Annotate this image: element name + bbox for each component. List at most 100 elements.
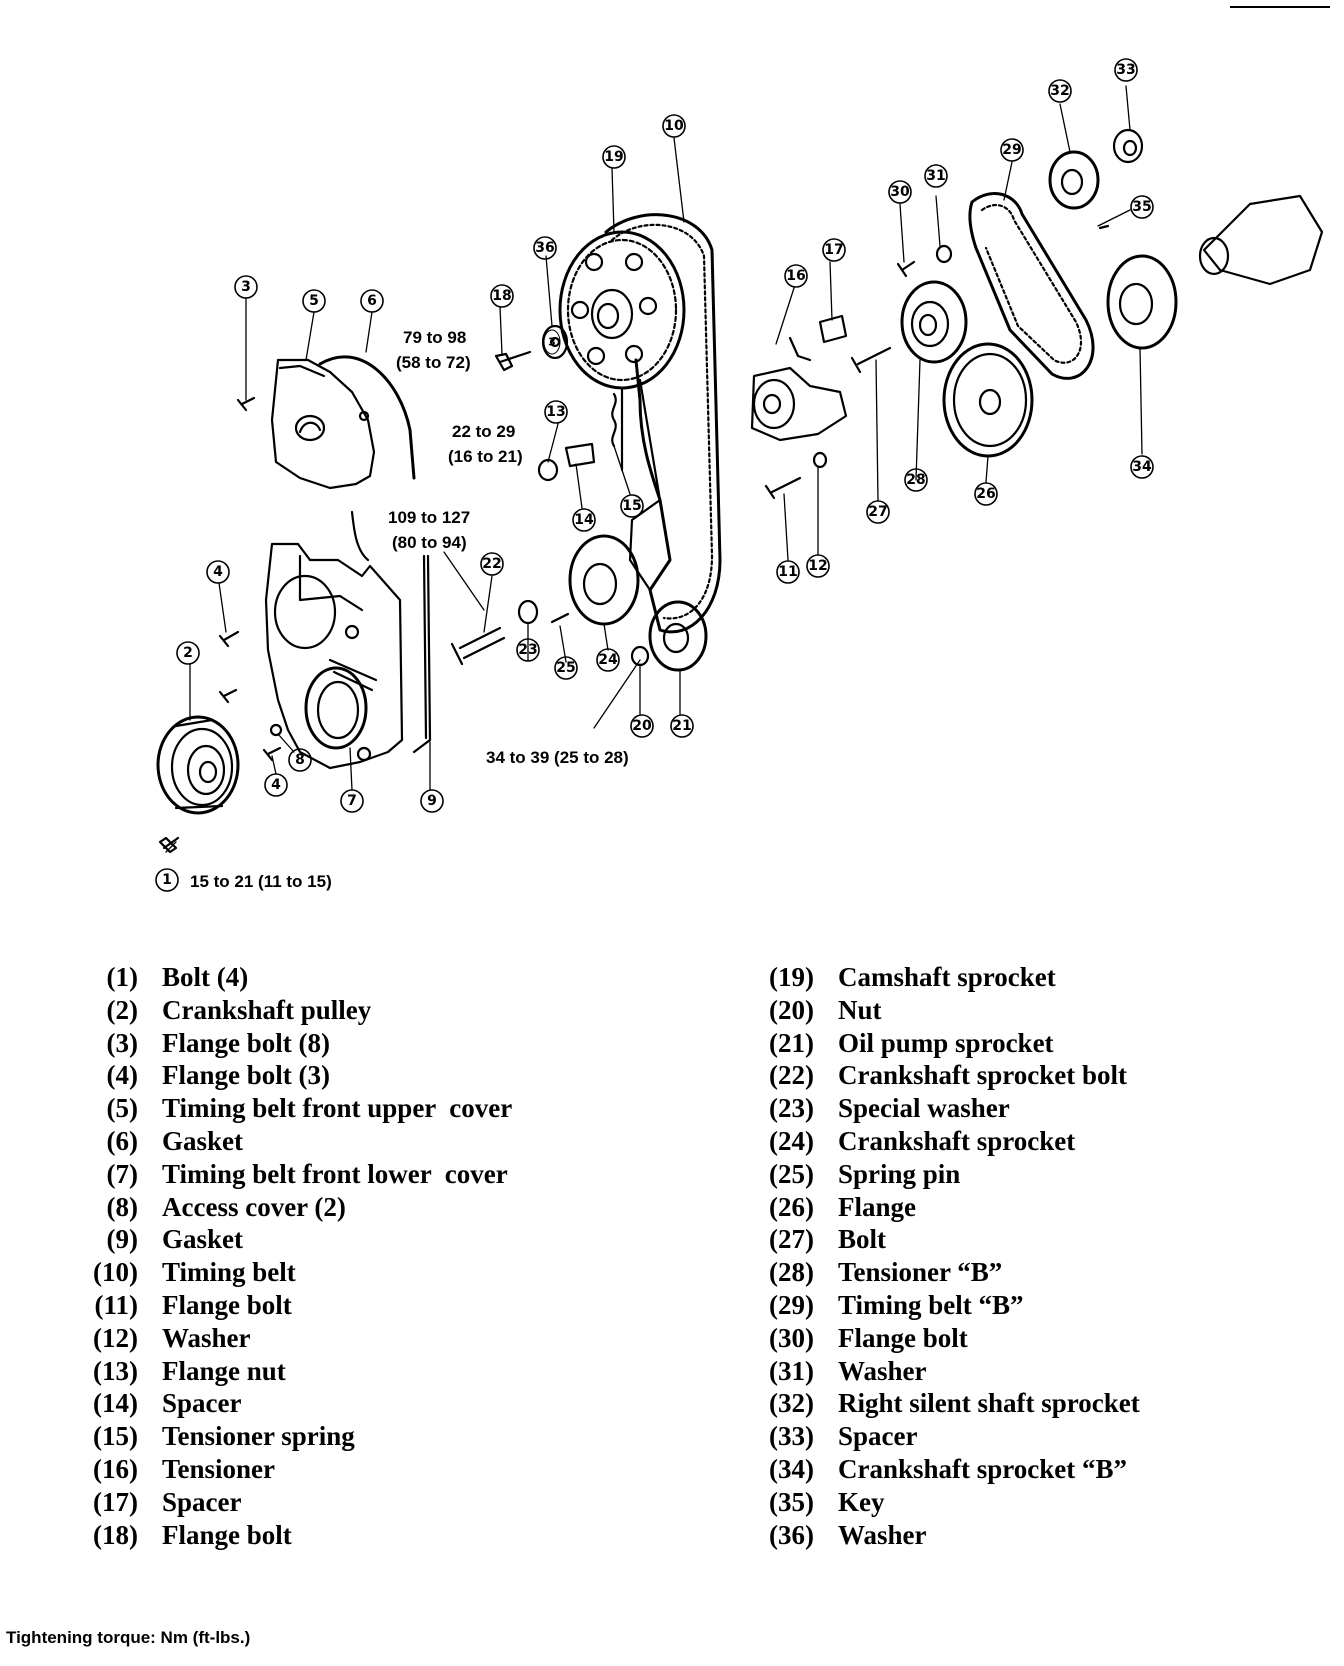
legend-row-27: (27)Bolt bbox=[769, 1224, 887, 1255]
callout-24: 24 bbox=[598, 652, 618, 668]
callout-17: 17 bbox=[824, 242, 843, 258]
callout-9: 9 bbox=[427, 793, 437, 809]
callouts: 1 2 3 4 4 5 6 7 8 9 10 11 12 13 14 15 16… bbox=[155, 58, 1154, 892]
legend-row-9: (9)Gasket bbox=[106, 1224, 243, 1255]
torque-22-line1: 109 to 127 bbox=[388, 508, 470, 527]
callout-30: 30 bbox=[890, 184, 910, 200]
callout-4a: 4 bbox=[213, 564, 223, 580]
leader-lines bbox=[165, 85, 1143, 853]
callout-10: 10 bbox=[664, 118, 684, 134]
small-parts-11-12-27 bbox=[764, 346, 892, 500]
callout-14: 14 bbox=[574, 512, 594, 528]
torque-units-footnote: Tightening torque: Nm (ft-lbs.) bbox=[6, 1628, 251, 1647]
flange-bolts bbox=[218, 396, 283, 762]
legend-row-10: (10)Timing belt bbox=[93, 1257, 296, 1288]
legend-row-28: (28)Tensioner “B” bbox=[769, 1257, 1003, 1288]
callout-26: 26 bbox=[976, 486, 995, 502]
legend-row-30: (30)Flange bolt bbox=[769, 1322, 968, 1353]
flange-26 bbox=[942, 342, 1034, 458]
small-parts-30-31 bbox=[896, 244, 953, 278]
legend-right: (19)Camshaft sprocket (20)Nut (21)Oil pu… bbox=[732, 962, 1140, 1552]
legend-left: (1)Bolt (4) (2)Crankshaft pulley (3)Flan… bbox=[48, 962, 512, 1552]
torque-18-line2: (58 to 72) bbox=[396, 353, 471, 372]
callout-28: 28 bbox=[906, 472, 925, 488]
torque-20: 34 to 39 (25 to 28) bbox=[486, 748, 629, 767]
crankshaft-pulley bbox=[156, 715, 240, 815]
callout-23: 23 bbox=[518, 642, 537, 658]
callout-19: 19 bbox=[604, 149, 623, 165]
callout-15: 15 bbox=[622, 498, 641, 514]
legend-row-36: (36)Washer bbox=[769, 1519, 927, 1550]
crankshaft-sprocket-b bbox=[1106, 254, 1178, 350]
callout-7: 7 bbox=[347, 793, 357, 809]
callout-4b: 4 bbox=[271, 777, 281, 793]
callout-27: 27 bbox=[868, 504, 887, 520]
legend-row-22: (22)Crankshaft sprocket bolt bbox=[769, 1060, 1128, 1091]
gasket-6 bbox=[318, 355, 416, 480]
legend-row-4: (4)Flange bolt (3) bbox=[106, 1060, 330, 1091]
legend-row-34: (34)Crankshaft sprocket “B” bbox=[769, 1453, 1128, 1484]
tensioner-spring-parts bbox=[537, 388, 624, 482]
legend-row-7: (7)Timing belt front lower cover bbox=[106, 1158, 508, 1189]
callout-18: 18 bbox=[492, 288, 511, 304]
legend-row-26: (26)Flange bbox=[769, 1191, 916, 1222]
legend-row-21: (21)Oil pump sprocket bbox=[769, 1027, 1054, 1058]
crankshaft-sprocket bbox=[568, 534, 640, 626]
callout-8: 8 bbox=[295, 752, 305, 768]
legend-row-32: (32)Right silent shaft sprocket bbox=[769, 1388, 1140, 1419]
callout-5: 5 bbox=[309, 293, 319, 309]
exploded-timing-belt-diagram: 1 2 3 4 4 5 6 7 8 9 10 11 12 13 14 15 16… bbox=[155, 58, 1324, 892]
corner-rule bbox=[1230, 6, 1330, 8]
flange-bolt-18 bbox=[494, 350, 532, 372]
timing-belt-b bbox=[968, 192, 1095, 380]
legend-row-29: (29)Timing belt “B” bbox=[769, 1289, 1024, 1320]
camshaft-sprocket bbox=[558, 230, 686, 390]
callout-6: 6 bbox=[367, 293, 377, 309]
legend-row-6: (6)Gasket bbox=[106, 1125, 243, 1156]
legend-row-14: (14)Spacer bbox=[93, 1388, 242, 1419]
legend-row-3: (3)Flange bolt (8) bbox=[106, 1027, 330, 1058]
legend-row-8: (8)Access cover (2) bbox=[106, 1191, 346, 1222]
legend-row-23: (23)Special washer bbox=[769, 1093, 1010, 1124]
callout-25: 25 bbox=[556, 660, 575, 676]
callout-31: 31 bbox=[926, 168, 945, 184]
crankshaft-end bbox=[1098, 194, 1324, 286]
callout-13: 13 bbox=[546, 404, 565, 420]
callout-20: 20 bbox=[632, 718, 652, 734]
legend-row-18: (18)Flange bolt bbox=[93, 1519, 292, 1550]
gasket-9 bbox=[350, 510, 432, 754]
callout-3: 3 bbox=[241, 279, 251, 295]
legend-row-16: (16)Tensioner bbox=[93, 1453, 276, 1484]
legend-row-5: (5)Timing belt front upper cover bbox=[106, 1093, 513, 1124]
legend-row-33: (33)Spacer bbox=[769, 1421, 918, 1452]
legend-row-24: (24)Crankshaft sprocket bbox=[769, 1125, 1076, 1156]
callout-32: 32 bbox=[1050, 83, 1069, 99]
legend-row-25: (25)Spring pin bbox=[769, 1158, 961, 1189]
tensioner-b bbox=[900, 280, 968, 364]
legend-row-15: (15)Tensioner spring bbox=[93, 1421, 355, 1452]
torque-labels: 79 to 98 (58 to 72) 22 to 29 (16 to 21) … bbox=[190, 328, 629, 891]
torque-18-line1: 79 to 98 bbox=[403, 328, 466, 347]
oil-pump-sprocket bbox=[648, 600, 708, 672]
legend-row-1: (1)Bolt (4) bbox=[106, 962, 249, 992]
legend-row-19: (19)Camshaft sprocket bbox=[769, 962, 1056, 992]
silent-shaft-sprocket bbox=[1048, 128, 1144, 210]
callout-29: 29 bbox=[1002, 142, 1021, 158]
legend-row-31: (31)Washer bbox=[769, 1355, 927, 1386]
callout-35: 35 bbox=[1132, 199, 1151, 215]
torque-13-line2: (16 to 21) bbox=[448, 447, 523, 466]
front-lower-cover bbox=[264, 542, 404, 770]
torque-13-line1: 22 to 29 bbox=[452, 422, 515, 441]
legend-row-12: (12)Washer bbox=[93, 1322, 251, 1353]
legend-row-17: (17)Spacer bbox=[93, 1486, 242, 1517]
front-upper-cover bbox=[270, 358, 376, 490]
callout-34: 34 bbox=[1132, 459, 1152, 475]
callout-22: 22 bbox=[482, 556, 501, 572]
callout-12: 12 bbox=[808, 558, 827, 574]
callout-16: 16 bbox=[786, 268, 805, 284]
callout-36: 36 bbox=[535, 240, 554, 256]
callout-11: 11 bbox=[778, 564, 797, 580]
legend-row-2: (2)Crankshaft pulley bbox=[106, 994, 372, 1025]
callout-3-washer: 3 bbox=[548, 336, 556, 349]
legend-row-11: (11)Flange bolt bbox=[94, 1289, 292, 1320]
